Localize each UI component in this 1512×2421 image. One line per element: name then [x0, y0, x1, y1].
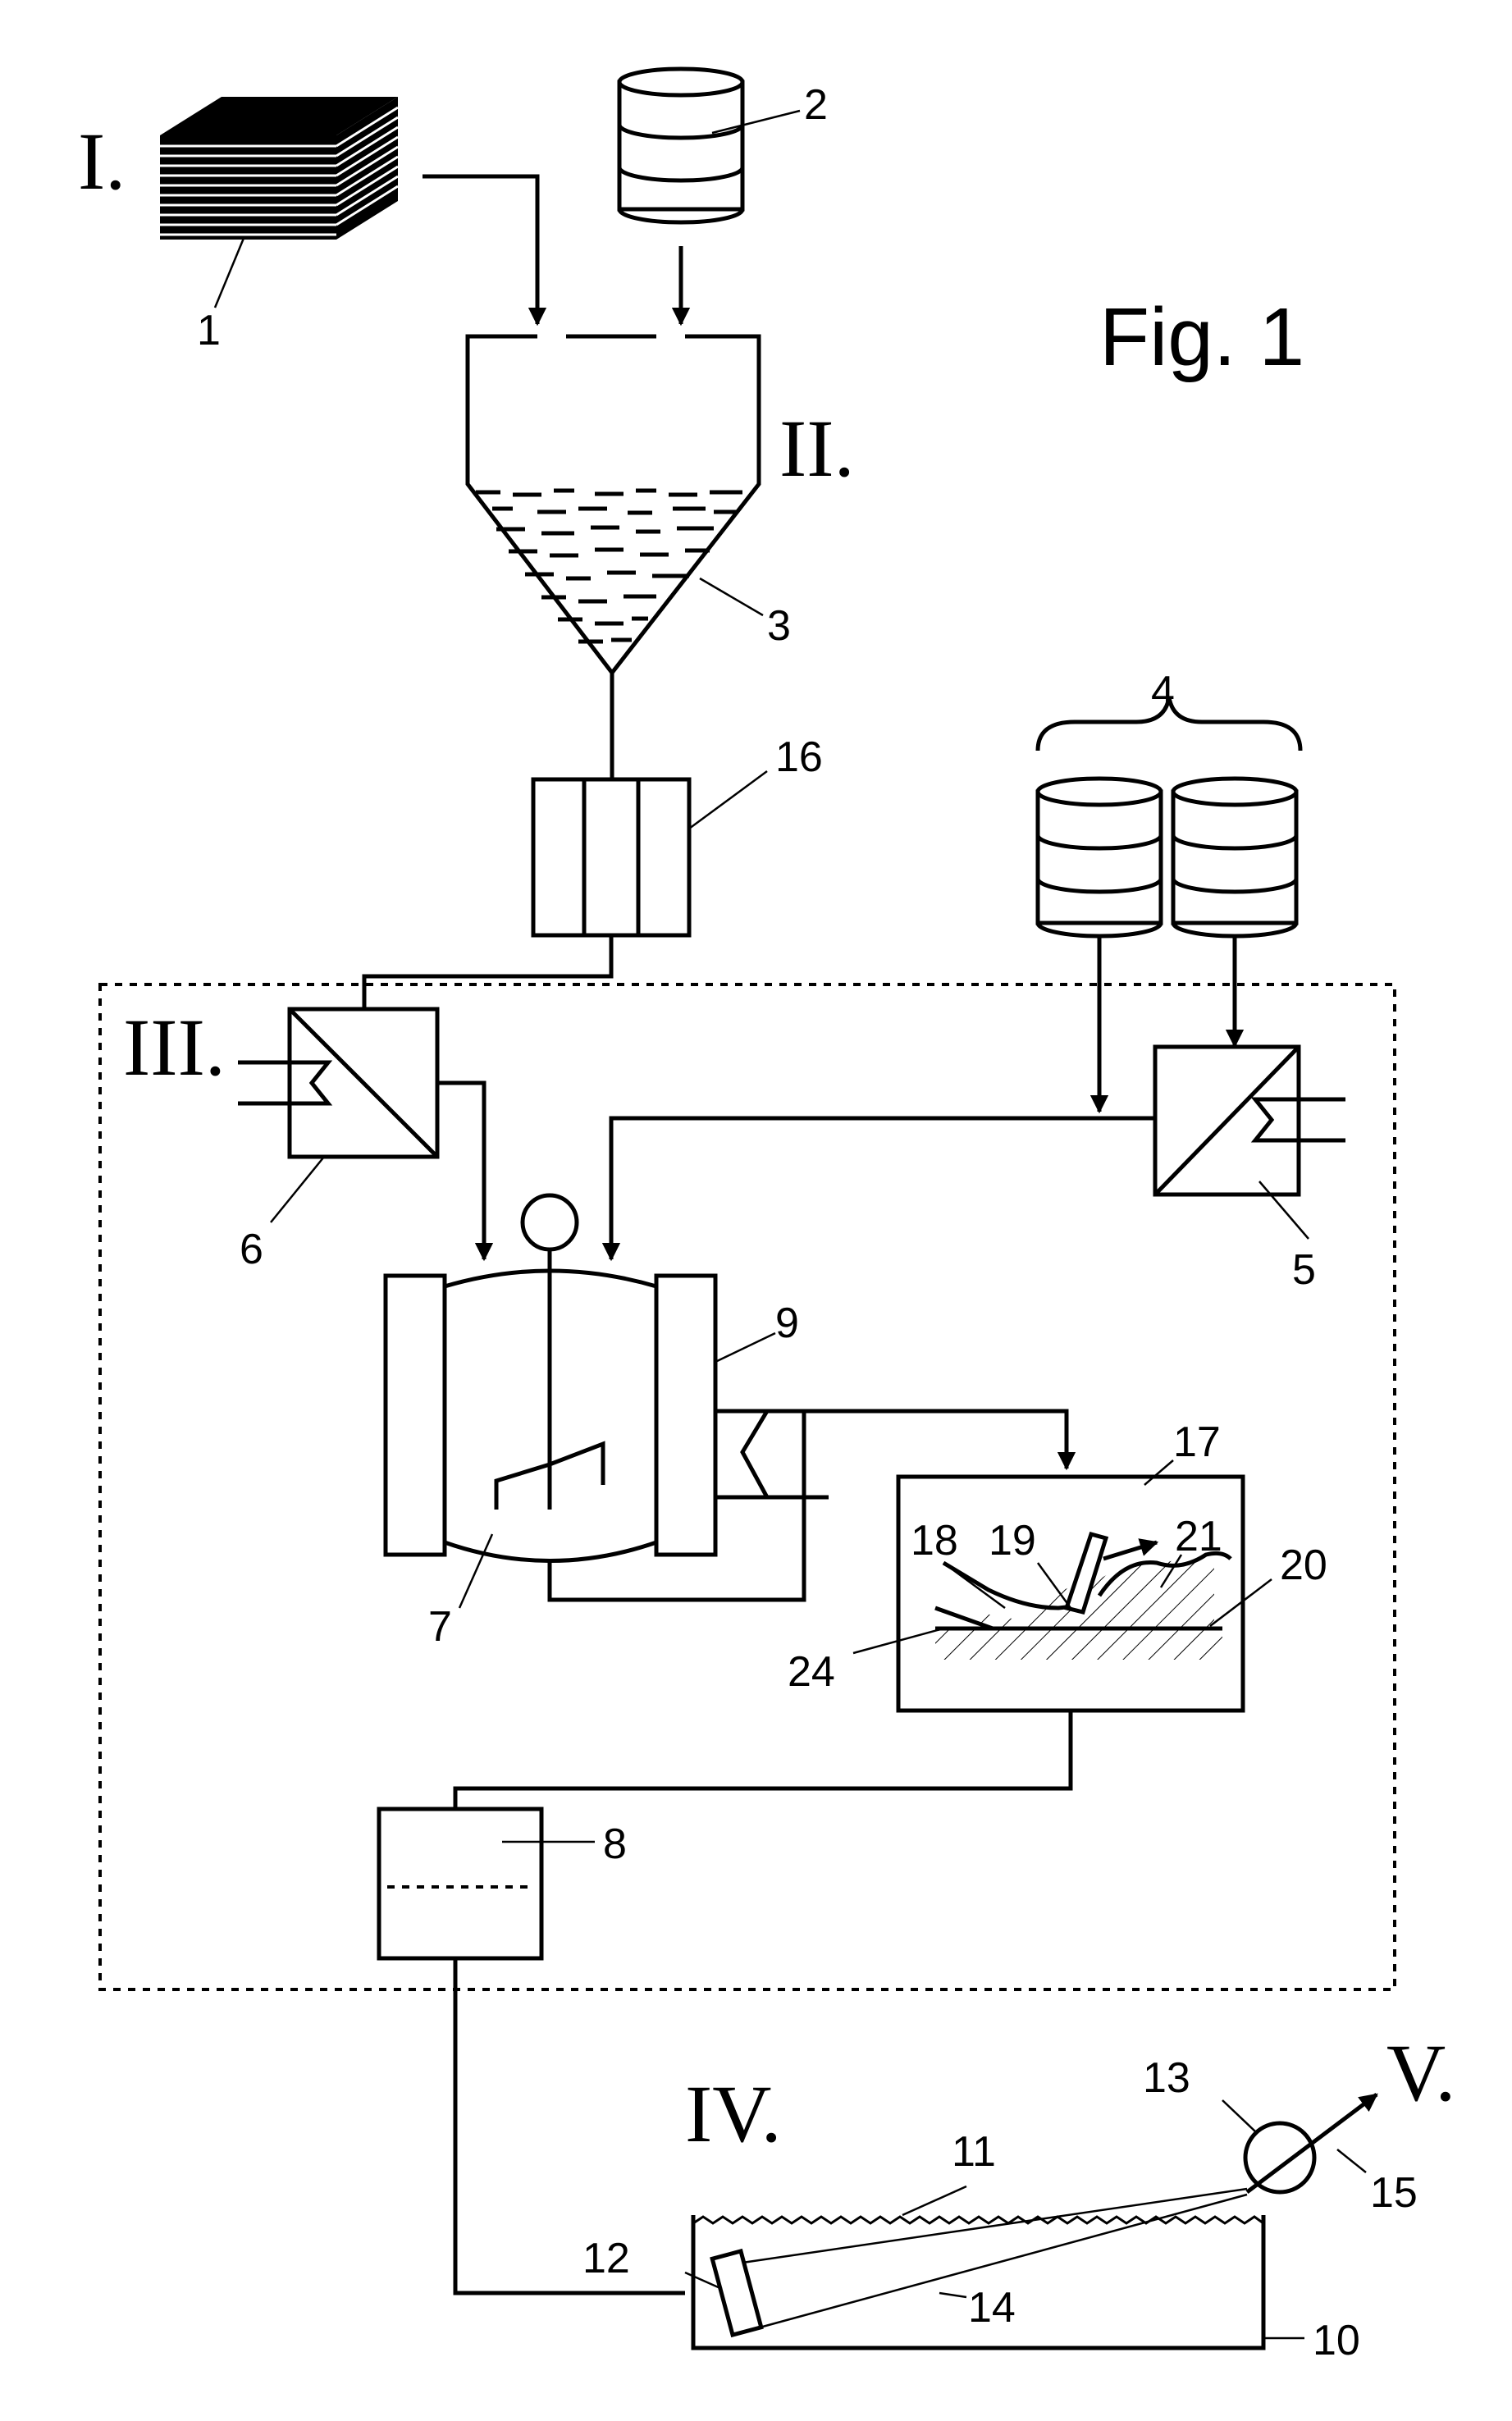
jacket-coil: [715, 1409, 771, 1500]
ref-label: 3: [767, 602, 791, 650]
reactor-vessel: [383, 1193, 829, 1563]
stage-label-i: I.: [78, 116, 126, 207]
leader-line: [902, 2185, 967, 2217]
leader-line: [688, 770, 768, 830]
agitator-blade: [494, 1441, 605, 1510]
grouping-brace: [1035, 697, 1303, 751]
stage-label-iv: IV.: [685, 2068, 782, 2159]
leader-line: [852, 1627, 944, 1655]
ref-label: 6: [240, 1226, 263, 1273]
ref-label: 19: [989, 1517, 1036, 1565]
ref-label: 15: [1370, 2169, 1418, 2217]
leader-line: [1159, 1554, 1183, 1588]
exchanger-to-reactor-line: [437, 1080, 494, 1262]
leader-line: [684, 2271, 723, 2291]
ref-label: 14: [968, 2284, 1016, 2332]
leader-line: [1336, 2149, 1367, 2173]
leader-line: [715, 1332, 776, 1364]
ref-label: 21: [1175, 1513, 1222, 1560]
coater-to-tank-line: [453, 1711, 1073, 1809]
leader-line: [1036, 1562, 1072, 1609]
ref-label: 7: [428, 1603, 452, 1651]
heat-exchanger-icon: [238, 1007, 440, 1159]
leader-line: [1209, 1578, 1272, 1627]
ref-label: 4: [1151, 668, 1175, 715]
buffer-tank: [377, 1807, 544, 1961]
ref-label: 10: [1313, 2317, 1360, 2364]
leader-line: [458, 1533, 494, 1609]
ref-label: 8: [603, 1820, 627, 1868]
filter-to-exchanger-line: [362, 935, 614, 1009]
ref-label: 18: [911, 1517, 958, 1565]
ref-label: 17: [1173, 1418, 1221, 1466]
leader-line: [213, 235, 246, 308]
leader-line: [711, 109, 801, 135]
stage-label-v: V.: [1386, 2027, 1455, 2118]
leader-line: [270, 1156, 325, 1223]
paper-stack-icon: [160, 97, 399, 240]
leader-line: [1222, 2099, 1256, 2132]
ref-label: 13: [1143, 2054, 1190, 2102]
leader-line: [939, 2291, 967, 2299]
coagulation-bath: [691, 2093, 1378, 2350]
slurry-contents: [476, 488, 742, 644]
barrel-icon: [1035, 776, 1163, 939]
barrel-icon: [617, 66, 745, 225]
leader-line: [1144, 1459, 1174, 1486]
heat-exchanger-icon: [1153, 1044, 1345, 1197]
stage-label-ii: II.: [779, 403, 855, 494]
ref-label: 1: [197, 307, 221, 354]
leader-line: [1258, 1181, 1309, 1240]
ref-label: 2: [804, 81, 828, 129]
coating-unit: [896, 1474, 1245, 1713]
ref-label: 9: [775, 1300, 799, 1347]
filter-unit: [531, 777, 692, 938]
stage-label-iii: III.: [123, 1002, 226, 1093]
exchanger-to-reactor-line: [601, 1116, 1155, 1262]
ref-label: 16: [775, 733, 823, 781]
figure-title: Fig. 1: [1099, 291, 1304, 383]
leader-line: [699, 577, 764, 617]
ref-label: 5: [1292, 1246, 1316, 1294]
motor-icon: [520, 1193, 579, 1252]
stage-three-boundary: [98, 983, 1396, 1991]
paper-feed-line: [423, 174, 547, 327]
spinneret: [710, 2248, 764, 2338]
ref-label: 12: [582, 2235, 630, 2282]
reactor-to-coater-line: [547, 1409, 1076, 1602]
tank-to-bath-line: [453, 1958, 685, 2295]
leader-line: [943, 1561, 1006, 1610]
take-up-roller: [1243, 2121, 1317, 2195]
ref-label: 11: [952, 2128, 996, 2176]
ref-label: 24: [788, 1648, 835, 1696]
barrel-icon: [1171, 776, 1299, 939]
ref-label: 20: [1280, 1542, 1327, 1589]
